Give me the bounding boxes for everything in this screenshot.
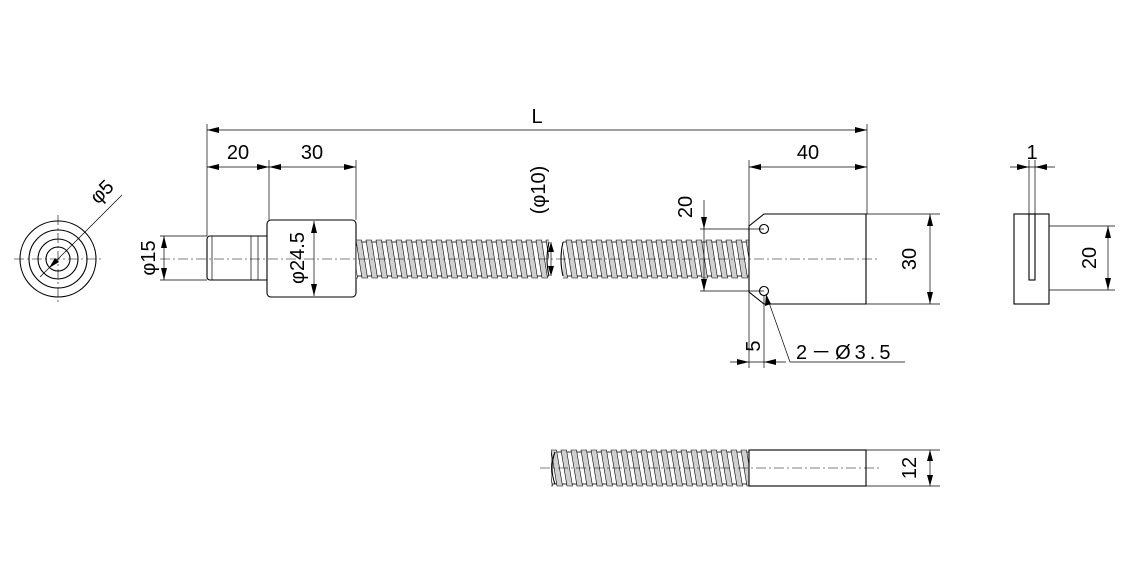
holes-leader [765, 293, 791, 363]
thread-ridge [640, 449, 653, 487]
thread-ridge [730, 449, 743, 487]
total-length-label: L [531, 106, 542, 128]
hole-offset-label: 5 [743, 340, 765, 351]
bottom-view: 12 [540, 449, 940, 487]
thread-ridge [385, 239, 398, 279]
thread-ridge [690, 449, 703, 487]
thread-ridge [600, 449, 613, 487]
plate-height-label: 20 [1079, 247, 1101, 269]
holes-label: 2－Ø3.5 [796, 342, 894, 364]
thread-ridge [551, 449, 563, 487]
thread-ridge [745, 239, 749, 261]
thread-ridge [705, 239, 718, 279]
thread-ridge [525, 239, 538, 279]
end-diameter-label: φ15 [138, 240, 160, 275]
thread-ridge [551, 475, 553, 487]
thread-ridge [475, 239, 488, 279]
main-view [160, 213, 880, 305]
thread-ridge [675, 239, 688, 279]
left-end-length-label: 20 [227, 142, 249, 164]
thread-ridge [356, 266, 358, 279]
end-view-arrow [49, 258, 59, 268]
side-view-body [1013, 213, 1050, 305]
nut-length-label: 30 [301, 142, 323, 164]
thread-ridge [565, 239, 578, 279]
right-end-length-label: 40 [797, 142, 819, 164]
shaft-diameter-label: (φ10) [528, 166, 550, 215]
end-view: φ5 [14, 176, 123, 303]
plate-thickness-label: 1 [1026, 142, 1037, 164]
block-height-label: 30 [899, 248, 921, 270]
block-thickness-label: 12 [899, 457, 921, 479]
hole-pitch-label: 20 [675, 196, 697, 218]
thread-ridge [655, 239, 668, 279]
thread-ridge [585, 239, 598, 279]
thread-ridge [435, 239, 448, 279]
thread-ridge [580, 449, 593, 487]
side-view: 1 20 [1010, 142, 1115, 305]
nut-diameter-label: φ24.5 [287, 232, 309, 284]
thread-ridge [615, 239, 628, 279]
thread-ridge [405, 239, 418, 279]
side-view-plate [1028, 213, 1036, 281]
main-dimensions: L 20 30 40 φ15 φ24.5 (φ10) [138, 106, 940, 368]
thread-ridge [670, 449, 683, 487]
left-journal [206, 235, 270, 281]
thread-ridge [495, 239, 508, 279]
